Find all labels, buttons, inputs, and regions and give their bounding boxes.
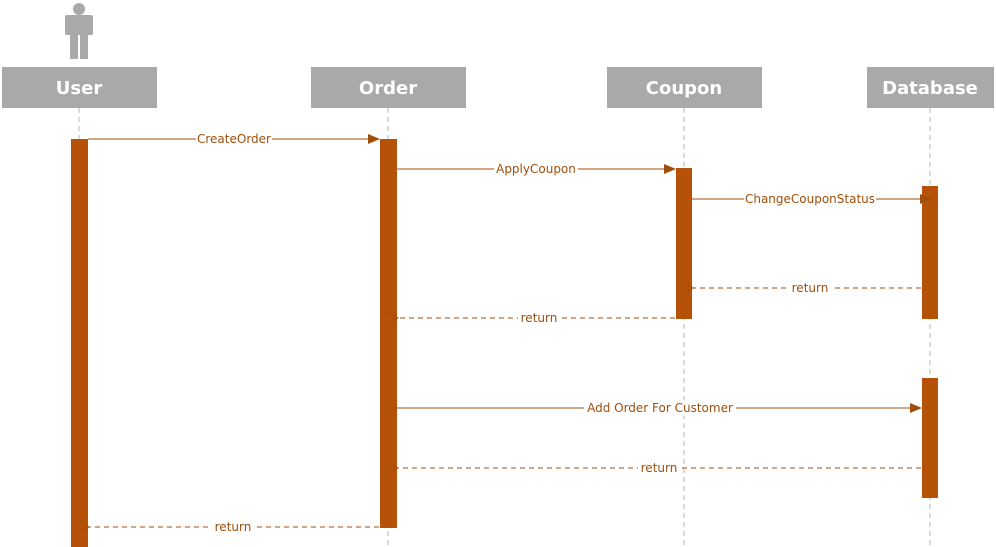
participant-label: Order bbox=[359, 78, 417, 99]
label-bg bbox=[744, 191, 876, 207]
label-bg bbox=[584, 400, 736, 416]
message-return-order-user: return bbox=[89, 519, 379, 535]
participant-label: Database bbox=[882, 78, 978, 99]
participant-label: Coupon bbox=[646, 78, 722, 99]
message-label: ChangeCouponStatus bbox=[745, 192, 875, 206]
message-label: return bbox=[521, 311, 558, 325]
participant-header-box bbox=[867, 67, 994, 108]
message-label: Add Order For Customer bbox=[587, 401, 733, 415]
activation-bar-database-2 bbox=[922, 378, 938, 498]
person-icon bbox=[65, 3, 93, 59]
activations bbox=[71, 139, 938, 547]
label-bg bbox=[638, 460, 680, 476]
message-return-database-coupon: return bbox=[693, 280, 921, 296]
participant-header-box bbox=[311, 67, 466, 108]
message-apply-coupon: ApplyCoupon bbox=[397, 161, 676, 177]
message-label: CreateOrder bbox=[197, 132, 271, 146]
participant-label: User bbox=[56, 78, 103, 99]
message-return-coupon-order: return bbox=[398, 310, 675, 326]
activation-bar-order bbox=[380, 139, 397, 528]
activation-bar-database-1 bbox=[922, 186, 938, 319]
label-bg bbox=[196, 131, 272, 147]
messages: CreateOrder ApplyCoupon ChangeCouponStat… bbox=[88, 131, 932, 535]
message-change-coupon-status: ChangeCouponStatus bbox=[692, 191, 932, 207]
label-bg bbox=[212, 519, 254, 535]
participant-order: Order bbox=[311, 67, 466, 108]
message-label: return bbox=[792, 281, 829, 295]
message-label: ApplyCoupon bbox=[496, 162, 576, 176]
participant-header-box bbox=[2, 67, 157, 108]
participant-database: Database bbox=[867, 67, 994, 108]
label-bg bbox=[494, 161, 578, 177]
activation-bar-user bbox=[71, 139, 88, 547]
message-add-order-for-customer: Add Order For Customer bbox=[397, 400, 922, 416]
label-bg bbox=[518, 310, 560, 326]
participant-header-box bbox=[607, 67, 762, 108]
activation-bar-coupon bbox=[676, 168, 692, 319]
label-bg bbox=[789, 280, 831, 296]
message-label: return bbox=[215, 520, 252, 534]
participant-user: User bbox=[2, 67, 157, 108]
message-label: return bbox=[641, 461, 678, 475]
message-create-order: CreateOrder bbox=[88, 131, 380, 147]
message-return-database-order: return bbox=[398, 460, 921, 476]
participant-coupon: Coupon bbox=[607, 67, 762, 108]
